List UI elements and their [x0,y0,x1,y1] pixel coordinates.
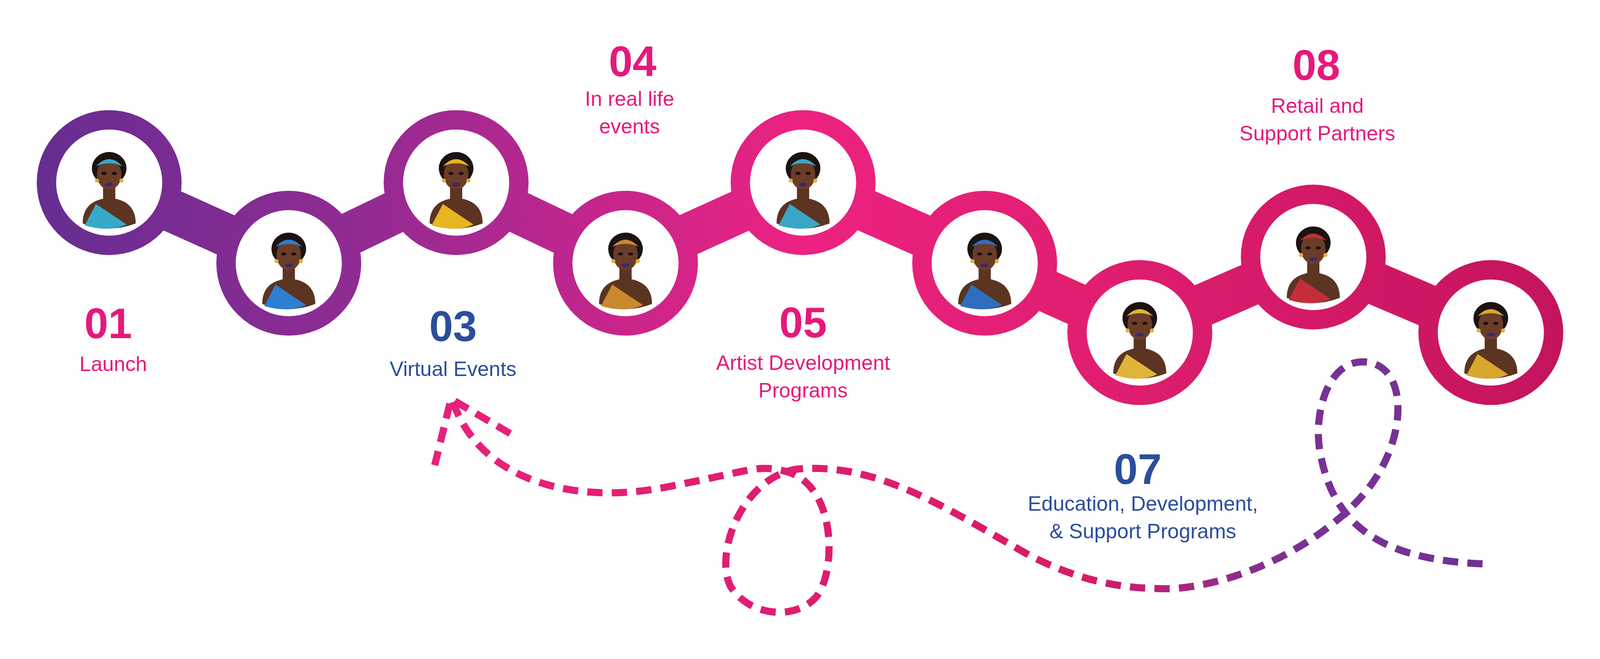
ring [730,110,876,256]
ring-hole [1260,203,1367,311]
portrait [1113,302,1167,379]
milestone-label: Education, Development, & Support Progra… [1023,490,1263,546]
portrait [958,232,1012,310]
milestone-label: Launch [79,350,148,379]
portrait [82,152,136,229]
ring-hole [235,210,343,317]
ring [912,190,1058,336]
ring-hole [749,129,857,237]
milestone-number: 07 [1113,447,1162,491]
milestone-number: 08 [1292,43,1341,87]
ring [216,190,362,336]
milestone-number: 03 [429,304,478,348]
milestone-label: Virtual Events [389,355,517,384]
milestone-number: 01 [84,302,133,345]
milestone-number: 04 [609,39,657,83]
ring-hole [56,129,163,237]
milestone-number: 05 [779,301,827,345]
ring-hole [1437,279,1544,387]
ring [552,190,699,336]
portrait [1286,226,1340,304]
portrait [429,152,483,229]
ring-hole [1086,279,1193,387]
portrait [262,232,316,310]
ring [1067,260,1213,406]
milestone-label: Retail and Support Partners [1236,92,1399,148]
ring-hole [931,210,1038,317]
ring [36,110,182,256]
ring [1240,184,1386,330]
milestone-label: Artist Development Programs [706,349,900,405]
dashed-path [453,362,1490,613]
milestone-chain [36,110,1564,406]
ring [1418,260,1564,406]
milestone-label: In real life events [576,85,684,141]
portrait [599,232,653,310]
ring-hole [572,210,679,317]
journey-dashes [434,362,1490,613]
portrait [776,152,830,229]
portrait [1464,302,1518,379]
ring-hole [402,129,510,237]
ring [383,110,529,256]
